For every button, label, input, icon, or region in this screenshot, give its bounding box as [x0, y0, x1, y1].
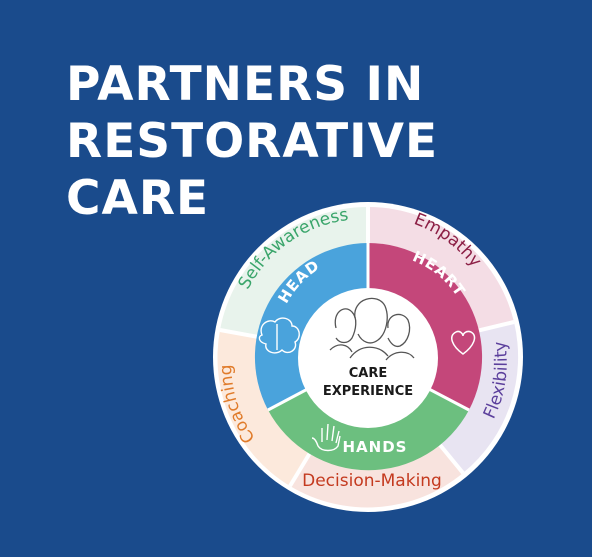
center-circle [298, 288, 438, 428]
title-line-2: RESTORATIVE [66, 114, 439, 169]
title-line-1: PARTNERS IN [66, 57, 425, 112]
center-label-line-1: CARE [349, 366, 388, 381]
heart-icon [451, 330, 476, 355]
people-faces-icon [329, 297, 415, 361]
title-line-3: CARE [66, 171, 210, 226]
center-label-line-2: EXPERIENCE [323, 384, 413, 399]
label-hands: HANDS [343, 438, 408, 456]
page-title: PARTNERS IN RESTORATIVE CARE [66, 56, 438, 227]
brain-icon [258, 317, 300, 354]
hand-icon [311, 423, 341, 452]
label-decision-making: Decision-Making [302, 471, 442, 491]
